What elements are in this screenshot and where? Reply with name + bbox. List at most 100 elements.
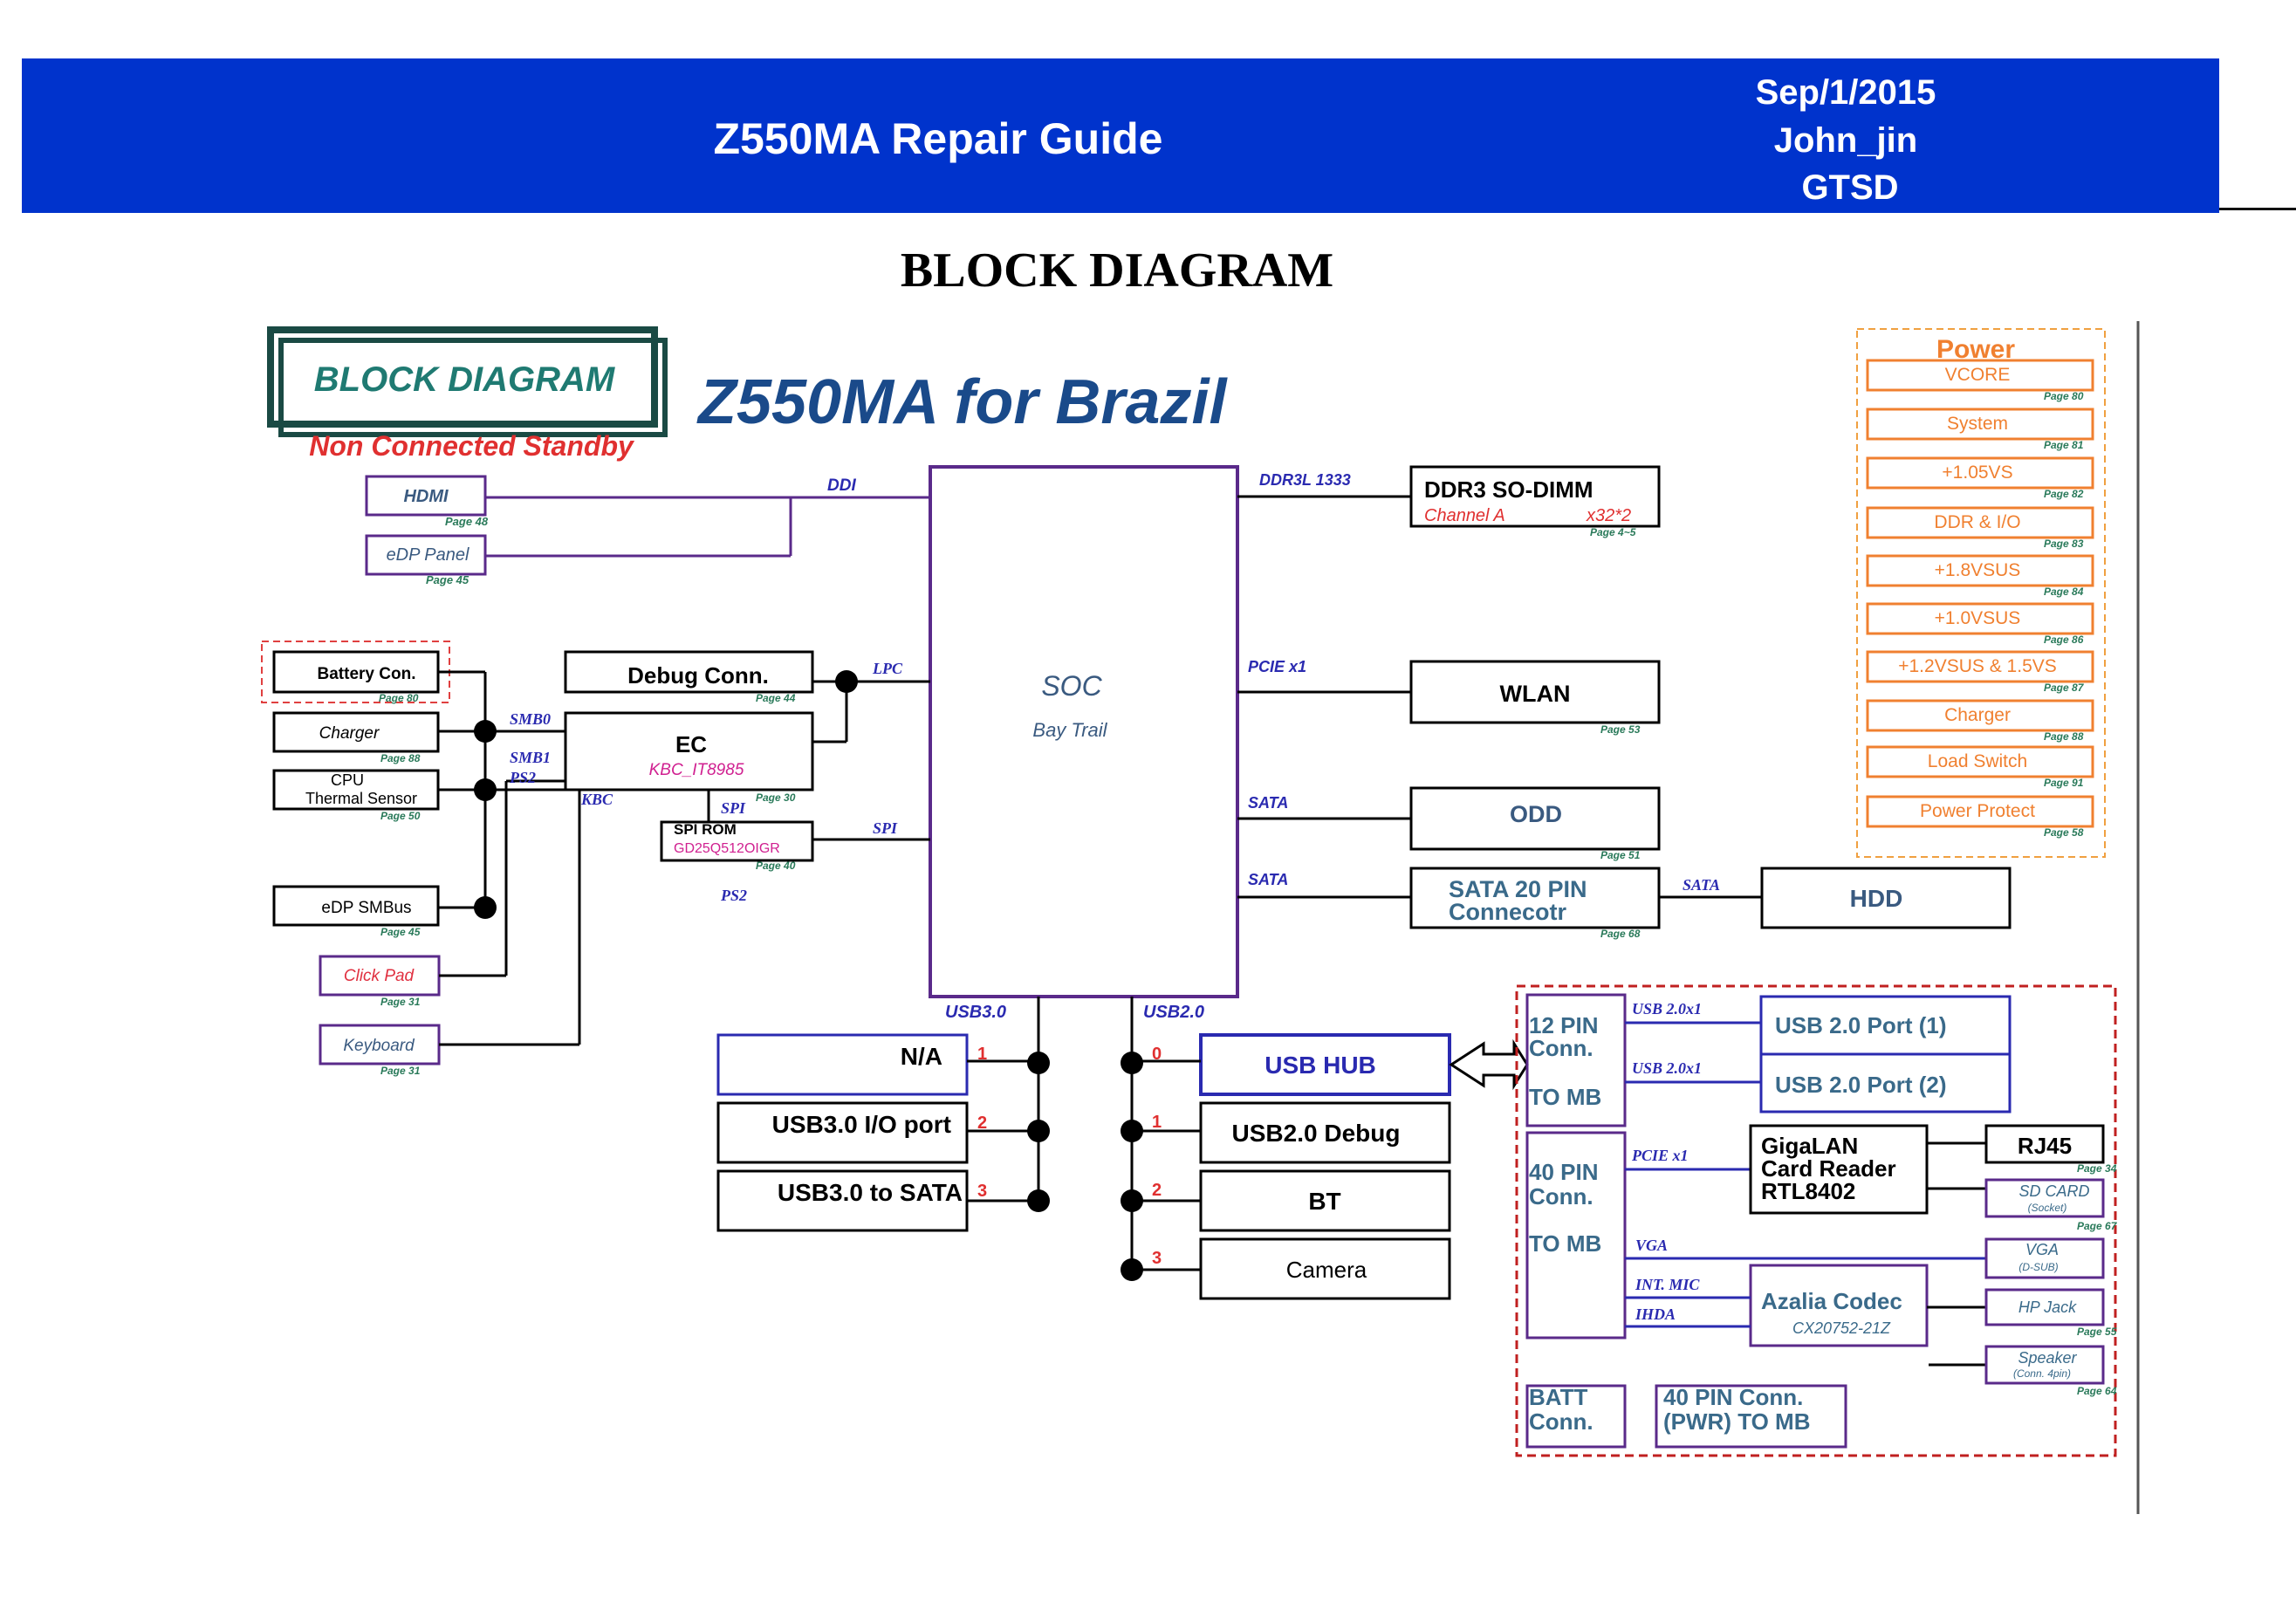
header-title: Z550MA Repair Guide	[713, 114, 1163, 163]
edp-smbus-page: Page 45	[380, 926, 421, 938]
bus-spi-a: SPI	[721, 799, 746, 817]
power-item-label: +1.05VS	[1942, 463, 2012, 483]
clickpad-page: Page 31	[380, 996, 421, 1008]
usb2-port-3: Camera	[1286, 1257, 1367, 1283]
battery-page: Page 80	[379, 692, 419, 704]
spirom-label: SPI ROM	[674, 821, 737, 838]
spirom-chip: GD25Q512OIGR	[674, 841, 780, 856]
bus-lpc: LPC	[872, 660, 903, 677]
battery-label: Battery Con.	[318, 665, 416, 683]
speaker-label: Speaker	[2018, 1349, 2077, 1367]
bus-sata3: SATA	[1683, 876, 1720, 894]
bus-usb20x1-b: USB 2.0x1	[1632, 1059, 1702, 1077]
bus-ps2a: PS2	[509, 769, 536, 786]
power-item-page: Page 88	[2044, 730, 2084, 743]
dimm-label: DDR3 SO-DIMM	[1424, 476, 1593, 503]
hdmi-label: HDMI	[403, 487, 449, 506]
power-item-box	[1866, 408, 2094, 441]
power-item-page: Page 80	[2044, 390, 2084, 402]
power-item-label: Power Protect	[1920, 801, 2035, 821]
usb2-port-2: BT	[1308, 1188, 1340, 1215]
clickpad-label: Click Pad	[344, 967, 415, 985]
usb2-port-num-3: 3	[1152, 1249, 1162, 1268]
bus-smb0: SMB0	[510, 710, 551, 728]
power-item-box	[1866, 602, 2094, 635]
power-item-label: Load Switch	[1928, 751, 2027, 771]
dimm-page: Page 4~5	[1590, 526, 1636, 538]
power-item-box	[1866, 456, 2094, 490]
sdcard-sub: (Socket)	[2028, 1202, 2067, 1214]
bus-smb1: SMB1	[510, 749, 551, 766]
bus-vga: VGA	[1635, 1237, 1668, 1254]
gigalan-line2: Card Reader	[1761, 1155, 1896, 1182]
hdd-label: HDD	[1850, 885, 1903, 912]
header-author: John_jin	[1773, 121, 1918, 160]
edp-smbus-label: eDP SMBus	[321, 899, 411, 917]
ec-chip: KBC_IT8985	[649, 761, 744, 779]
dimm-x: x32*2	[1586, 506, 1631, 525]
rj45-label: RJ45	[2018, 1133, 2072, 1159]
usb3-port-num-2: 2	[977, 1114, 987, 1133]
bus-ddi: DDI	[827, 476, 856, 495]
pwr-line2: (PWR) TO MB	[1663, 1408, 1811, 1435]
power-item-page: Page 83	[2044, 538, 2084, 550]
bus-ps2b: PS2	[720, 887, 747, 904]
badge-subtitle: Non Connected Standby	[309, 430, 635, 462]
power-item-page: Page 82	[2044, 488, 2084, 500]
power-panel	[1856, 328, 2106, 858]
power-item-page: Page 91	[2044, 777, 2084, 789]
power-item-box	[1866, 359, 2094, 392]
pin12-line1: 12 PIN	[1529, 1012, 1599, 1038]
cpu-sensor-line2: Thermal Sensor	[305, 790, 417, 807]
bus-usb20x1-a: USB 2.0x1	[1632, 1000, 1702, 1018]
edp-page: Page 45	[426, 573, 469, 586]
pin40-line2: Conn.	[1529, 1183, 1593, 1209]
power-item-label: VCORE	[1945, 365, 2011, 385]
hdmi-page: Page 48	[445, 515, 489, 528]
bus-kbc: KBC	[580, 791, 613, 808]
usb2-port-num-1: 1	[1152, 1113, 1162, 1132]
badge-block-diagram: BLOCK DIAGRAM	[267, 326, 668, 437]
bus-pcie-io: PCIE x1	[1631, 1147, 1689, 1164]
hpjack-label: HP Jack	[2018, 1299, 2077, 1316]
pin12-line2: Conn.	[1529, 1035, 1593, 1061]
usb3-port-1: N/A	[901, 1043, 942, 1070]
header-rule	[2219, 208, 2296, 210]
vga-label: VGA	[2025, 1241, 2059, 1258]
odd-page: Page 51	[1600, 849, 1641, 861]
keyboard-page: Page 31	[380, 1065, 421, 1077]
vga-sub: (D-SUB)	[2018, 1261, 2058, 1273]
pin40-line1: 40 PIN	[1529, 1159, 1599, 1185]
header-bar	[22, 58, 2219, 213]
usb2-port-num-0: 0	[1152, 1045, 1162, 1064]
codec-chip: CX20752-21Z	[1792, 1319, 1891, 1337]
power-item-label: +1.0VSUS	[1935, 608, 2021, 628]
sata20-line1: SATA 20 PIN	[1449, 876, 1587, 902]
debug-page: Page 44	[756, 692, 796, 704]
soc-sublabel: Bay Trail	[1032, 719, 1107, 741]
wlan-label: WLAN	[1500, 681, 1571, 707]
speaker-sub: (Conn. 4pin)	[2013, 1367, 2071, 1380]
power-item-page: Page 86	[2044, 634, 2084, 646]
bus-usb2: USB2.0	[1143, 1003, 1204, 1022]
gigalan-line3: RTL8402	[1761, 1178, 1855, 1204]
batt-line1: BATT	[1529, 1384, 1588, 1410]
codec-label: Azalia Codec	[1761, 1288, 1902, 1314]
power-item-label: System	[1947, 414, 2008, 434]
page-title: BLOCK DIAGRAM	[900, 243, 1334, 298]
sata20-line2: Connecotr	[1449, 899, 1566, 925]
debug-label: Debug Conn.	[627, 662, 769, 689]
bus-ihda: IHDA	[1635, 1305, 1676, 1323]
bus-usb3: USB3.0	[945, 1003, 1006, 1022]
bus-sata2: SATA	[1248, 871, 1288, 888]
cpu-sensor-page: Page 50	[380, 810, 421, 822]
bus-spi-b: SPI	[873, 819, 898, 837]
power-item-box	[1866, 554, 2094, 587]
io-board-region	[1515, 984, 2117, 1457]
power-item-page: Page 58	[2044, 826, 2084, 839]
rj45-page: Page 34	[2077, 1162, 2117, 1175]
usb2-port-0: USB HUB	[1265, 1052, 1376, 1079]
power-item-page: Page 81	[2044, 439, 2084, 451]
power-item-label: DDR & I/O	[1934, 512, 2020, 532]
bus-ddr: DDR3L 1333	[1259, 471, 1351, 489]
